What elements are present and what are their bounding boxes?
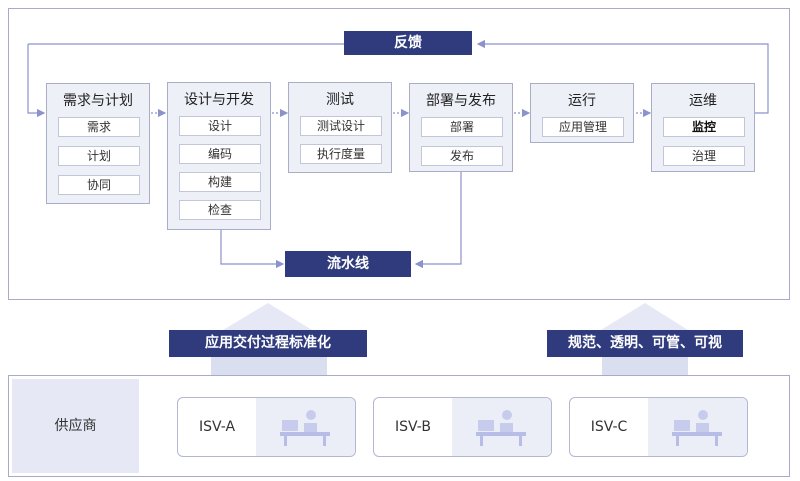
sub-item-test-design: 测试设计 — [300, 116, 382, 136]
sub-item-governance: 治理 — [663, 146, 745, 166]
stage-maintenance: 运维 监控 治理 — [651, 83, 755, 172]
supplier-label: 供应商 — [54, 418, 97, 434]
stage-title: 需求与计划 — [63, 93, 133, 109]
feedback-loop-return — [27, 44, 46, 118]
isv-illustration — [648, 398, 747, 456]
stage-deploy-release: 部署与发布 部署 发布 — [409, 83, 513, 172]
right-banner-stem — [602, 356, 688, 376]
supplier-frame — [8, 375, 790, 477]
stage-operation: 运行 应用管理 — [530, 83, 634, 143]
sub-item-deploy: 部署 — [421, 117, 503, 137]
left-banner-stem — [211, 356, 327, 376]
pipeline-label: 流水线 — [285, 251, 411, 277]
sub-item-app-management: 应用管理 — [542, 117, 624, 137]
lifecycle-frame — [8, 8, 790, 300]
desk-person-icon — [672, 410, 722, 446]
isv-name: ISV-B — [395, 419, 431, 435]
sub-item-design: 设计 — [179, 116, 261, 136]
isv-illustration — [256, 398, 355, 456]
sub-item-requirements: 需求 — [58, 117, 140, 137]
left-banner: 应用交付过程标准化 — [169, 330, 367, 357]
feedback-label: 反馈 — [344, 31, 472, 55]
desk-person-icon — [476, 410, 526, 446]
isv-card-c: ISV-C — [569, 397, 748, 457]
isv-card-a: ISV-A — [177, 397, 356, 457]
stage-requirements-planning: 需求与计划 需求 计划 协同 — [46, 83, 150, 204]
stage-title: 测试 — [326, 92, 354, 108]
desk-person-icon — [280, 410, 330, 446]
sub-item-plan: 计划 — [58, 146, 140, 166]
stage-title: 部署与发布 — [426, 93, 496, 109]
sub-item-coding: 编码 — [179, 144, 261, 164]
right-banner-arrow — [601, 303, 688, 330]
sub-item-execution-metrics: 执行度量 — [300, 144, 382, 164]
sub-item-build: 构建 — [179, 172, 261, 192]
right-banner: 规范、透明、可管、可视 — [547, 330, 743, 357]
sub-item-monitoring: 监控 — [663, 117, 745, 137]
stage-title: 运行 — [568, 93, 596, 109]
stage-title: 运维 — [689, 93, 717, 109]
feedback-loop-line — [476, 39, 769, 114]
stage-testing: 测试 测试设计 执行度量 — [288, 82, 392, 173]
supplier-label-box: 供应商 — [12, 379, 139, 473]
sub-item-collaboration: 协同 — [58, 175, 140, 195]
isv-illustration — [452, 398, 551, 456]
stage-title: 设计与开发 — [184, 92, 254, 108]
sub-item-release: 发布 — [421, 146, 503, 166]
left-banner-arrow — [223, 303, 312, 330]
stage-design-development: 设计与开发 设计 编码 构建 检查 — [167, 82, 271, 230]
pipeline-line-left — [220, 224, 285, 269]
isv-name: ISV-C — [590, 419, 628, 435]
isv-card-b: ISV-B — [373, 397, 552, 457]
pipeline-line-right — [414, 172, 462, 269]
sub-item-check: 检查 — [179, 200, 261, 220]
isv-name: ISV-A — [198, 419, 236, 435]
